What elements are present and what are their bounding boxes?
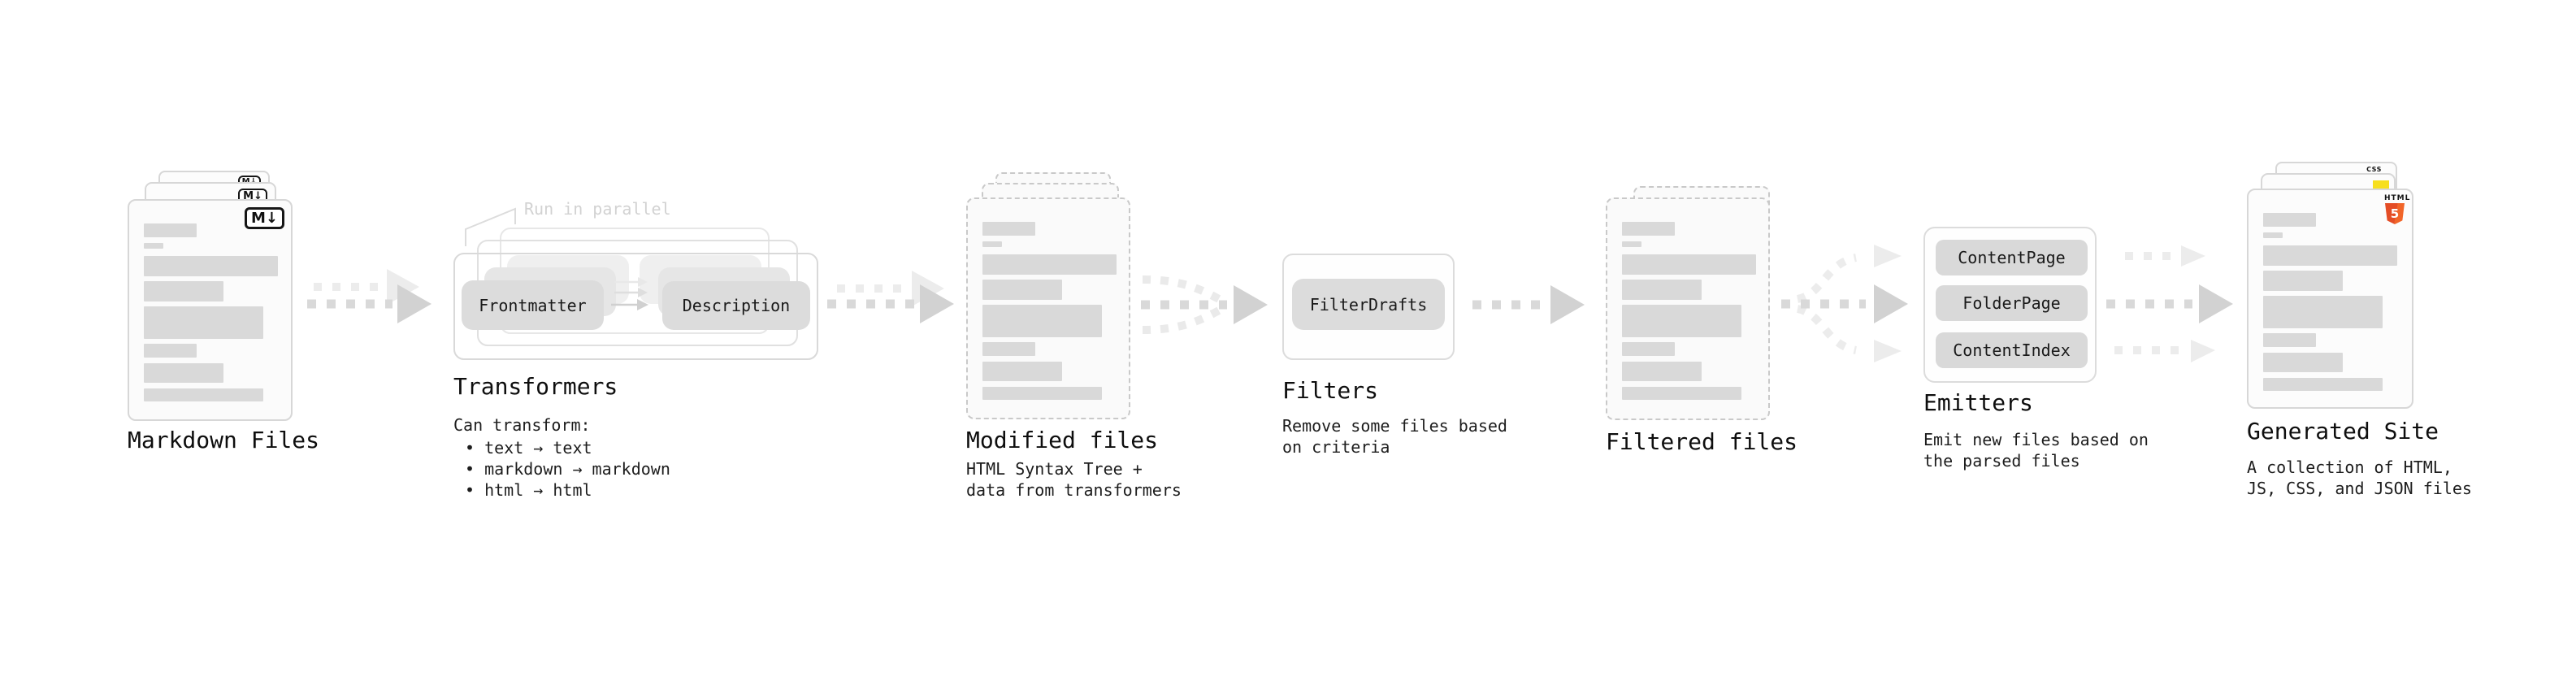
emitters-desc: the parsed files xyxy=(1923,451,2080,471)
arrow-filters-to-filtered xyxy=(1472,285,1585,324)
text-placeholder-bar xyxy=(1622,387,1741,400)
text-placeholder-bar xyxy=(144,281,223,301)
text-placeholder-bar xyxy=(2263,271,2343,291)
generated-site-desc: A collection of HTML, xyxy=(2247,458,2452,477)
markdown-files-label: Markdown Files xyxy=(128,427,320,453)
text-placeholder-bar xyxy=(1622,241,1641,247)
text-placeholder-bar xyxy=(2263,353,2343,372)
generated-file-card-front: HTML 5 xyxy=(2247,189,2413,409)
frontmatter-pill: Frontmatter xyxy=(462,280,604,330)
markdown-icon: M↓ xyxy=(245,207,284,229)
text-placeholder-bar xyxy=(2263,333,2316,347)
text-placeholder-bar xyxy=(982,222,1035,236)
text-placeholder-bar xyxy=(982,280,1062,300)
text-placeholder-bar xyxy=(2263,213,2316,227)
arrow-filtered-to-emitters-fork xyxy=(1781,245,1908,362)
modified-files-label: Modified files xyxy=(966,427,1159,453)
text-placeholder-bar xyxy=(144,363,223,383)
arrow-markdown-to-transformers xyxy=(307,269,432,323)
text-placeholder-bar xyxy=(1622,342,1675,356)
arrows-emitters-to-generated xyxy=(2106,245,2233,362)
html5-icon-caption: HTML xyxy=(2384,194,2411,202)
contentpage-pill: ContentPage xyxy=(1936,240,2088,275)
text-placeholder-bar xyxy=(982,362,1062,381)
text-placeholder-bar xyxy=(1622,362,1702,381)
text-placeholder-bar xyxy=(144,344,197,358)
folderpage-pill: FolderPage xyxy=(1936,285,2088,321)
text-placeholder-bar xyxy=(144,243,163,249)
arrow-modified-to-filters-merge xyxy=(1141,275,1268,334)
document-placeholder-lines xyxy=(2263,213,2397,391)
transformers-desc-title: Can transform: xyxy=(453,415,591,435)
modified-files-desc: HTML Syntax Tree + xyxy=(966,459,1143,479)
text-placeholder-bar xyxy=(144,306,263,339)
transformers-label: Transformers xyxy=(453,373,618,400)
emitters-label: Emitters xyxy=(1923,389,2033,416)
text-placeholder-bar xyxy=(2263,245,2397,266)
text-placeholder-bar xyxy=(982,387,1102,400)
modified-files-desc: data from transformers xyxy=(966,480,1182,500)
document-placeholder-lines xyxy=(144,223,278,401)
filtered-file-card-front xyxy=(1606,197,1770,420)
text-placeholder-bar xyxy=(2263,232,2283,238)
text-placeholder-bar xyxy=(144,223,197,237)
modified-file-card-front xyxy=(966,197,1130,419)
html5-icon-numeral: 5 xyxy=(2390,206,2400,221)
transformer-box-front xyxy=(453,253,818,360)
run-in-parallel-note: Run in parallel xyxy=(524,199,671,219)
markdown-file-card-front: M↓ xyxy=(128,199,293,421)
text-placeholder-bar xyxy=(144,256,278,276)
text-placeholder-bar xyxy=(982,342,1035,356)
js-icon xyxy=(2373,180,2389,189)
text-placeholder-bar xyxy=(982,254,1117,275)
transformers-bullet: • html → html xyxy=(465,480,592,500)
generated-site-label: Generated Site xyxy=(2247,418,2439,445)
emitters-box: ContentPage FolderPage ContentIndex xyxy=(1923,227,2097,383)
filterdrafts-pill: FilterDrafts xyxy=(1292,279,1445,330)
filters-desc: on criteria xyxy=(1282,437,1390,457)
transformers-bullet: • text → text xyxy=(465,438,592,458)
text-placeholder-bar xyxy=(1622,280,1702,300)
description-pill: Description xyxy=(662,281,810,330)
text-placeholder-bar xyxy=(144,388,263,401)
text-placeholder-bar xyxy=(1622,222,1675,236)
text-placeholder-bar xyxy=(1622,305,1741,337)
arrow-transformers-to-modified xyxy=(827,271,954,323)
text-placeholder-bar xyxy=(1622,254,1756,275)
contentindex-pill: ContentIndex xyxy=(1936,332,2088,368)
filtered-files-label: Filtered files xyxy=(1606,428,1798,455)
document-placeholder-lines xyxy=(982,222,1117,400)
html5-icon-shield: 5 xyxy=(2385,203,2405,224)
filters-label: Filters xyxy=(1282,377,1379,404)
css-icon-label: CSS xyxy=(2366,166,2382,173)
text-placeholder-bar xyxy=(982,241,1002,247)
text-placeholder-bar xyxy=(2263,378,2383,391)
emitters-desc: Emit new files based on xyxy=(1923,430,2149,449)
html5-icon: HTML 5 xyxy=(2384,194,2411,224)
transformers-bullet: • markdown → markdown xyxy=(465,459,670,479)
text-placeholder-bar xyxy=(982,305,1102,337)
text-placeholder-bar xyxy=(2263,296,2383,328)
filters-desc: Remove some files based xyxy=(1282,416,1507,436)
generated-site-desc: JS, CSS, and JSON files xyxy=(2247,479,2472,498)
document-placeholder-lines xyxy=(1622,222,1756,400)
